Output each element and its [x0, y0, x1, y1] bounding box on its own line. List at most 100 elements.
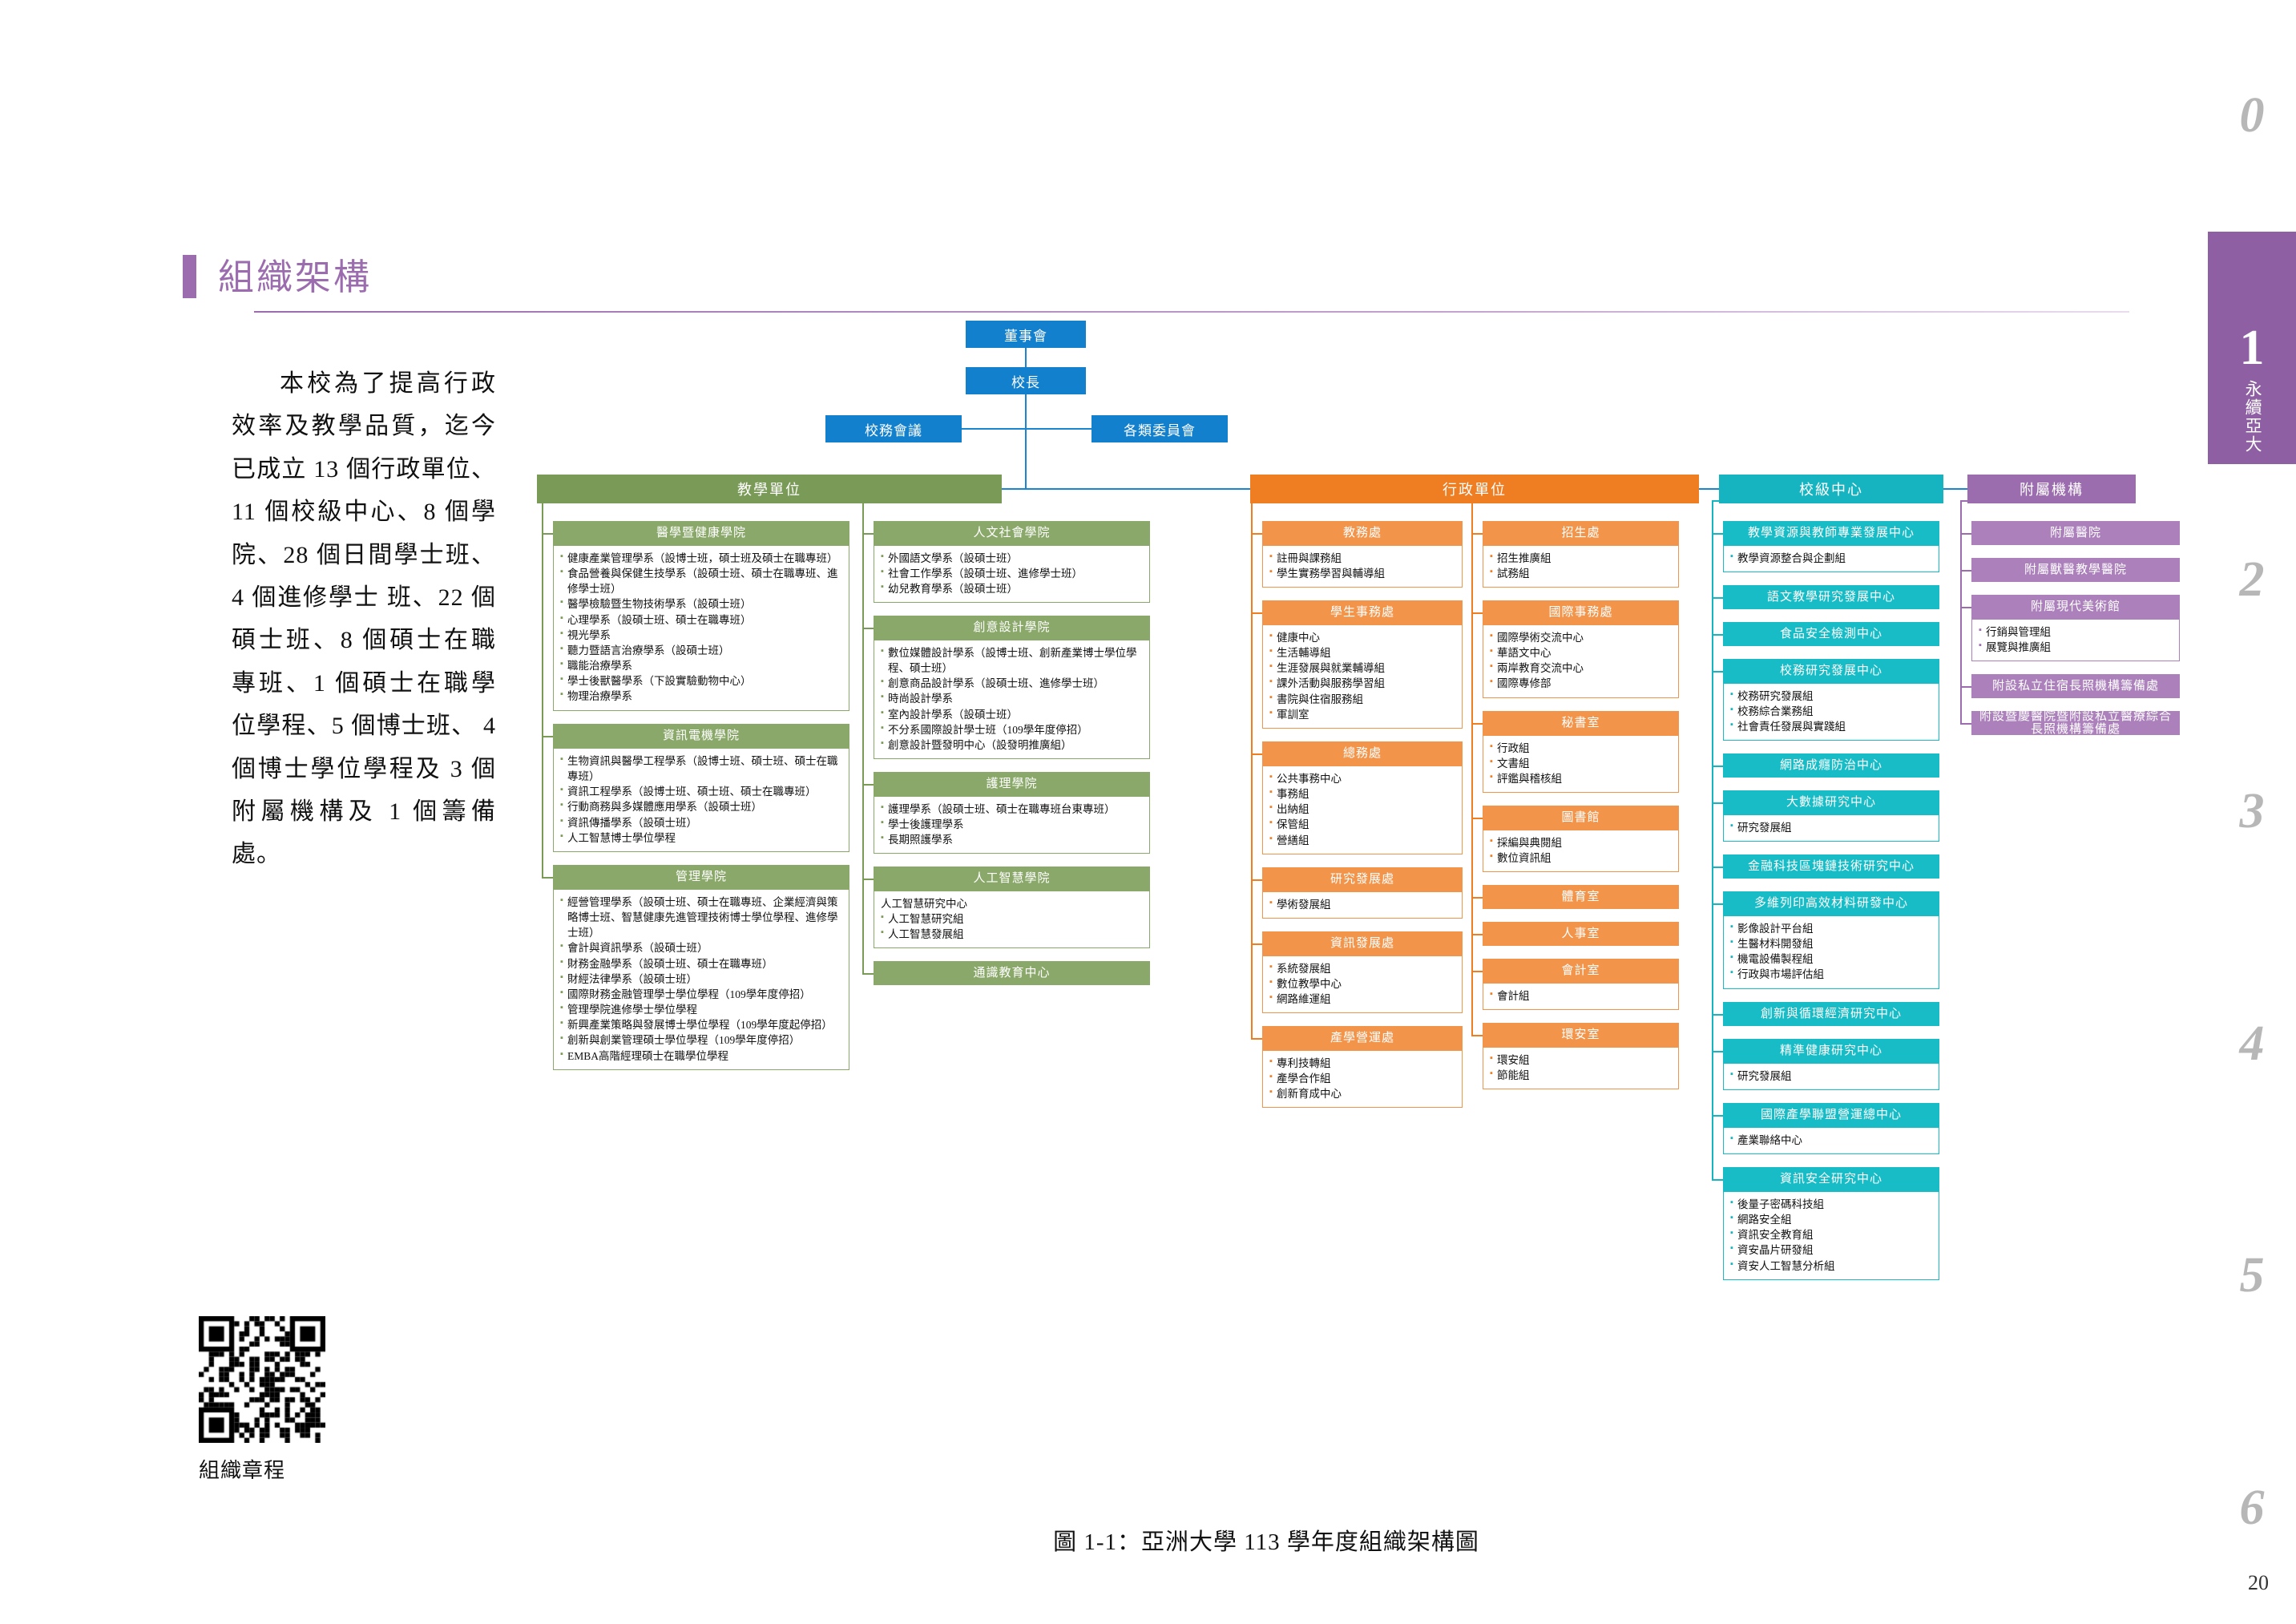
sidebar-tab-5[interactable]: 5: [2208, 1160, 2296, 1392]
org-unit-item: ▪生涯發展與就業輔導組: [1269, 661, 1455, 676]
org-unit-item: ▪保管組: [1269, 817, 1455, 832]
org-unit-item-text: 創新育成中心: [1277, 1088, 1342, 1101]
bullet-icon: ▪: [1269, 1087, 1273, 1097]
bullet-icon: ▪: [560, 674, 563, 685]
org-unit-item: ▪機電設備製程組: [1730, 951, 1932, 967]
org-unit-items: ▪行政組▪文書組▪評鑑與稽核組: [1483, 735, 1679, 794]
org-unit-title: 教學資源與教師專業發展中心: [1723, 521, 1939, 545]
bullet-icon: ▪: [560, 628, 563, 638]
bullet-icon: ▪: [1730, 937, 1733, 947]
org-unit-item: ▪生活輔導組: [1269, 645, 1455, 661]
org-unit-item-text: 校務研究發展組: [1737, 690, 1814, 702]
org-unit-item-text: 採編與典閱組: [1497, 837, 1562, 849]
org-unit-item-text: 國際學術交流中心: [1497, 632, 1584, 644]
sidebar-tab-0[interactable]: 0: [2208, 0, 2296, 232]
bullet-icon: ▪: [560, 567, 563, 577]
bullet-icon: ▪: [1490, 757, 1493, 767]
org-unit-item: ▪產學合作組: [1269, 1071, 1455, 1086]
org-unit-item-text: 產業聯絡中心: [1737, 1134, 1802, 1146]
bullet-icon: ▪: [1490, 646, 1493, 656]
bullet-icon: ▪: [1730, 1243, 1733, 1254]
bullet-icon: ▪: [1730, 821, 1733, 830]
org-unit-title: 總務處: [1262, 741, 1463, 766]
org-unit-item-text: EMBA高階經理碩士在職學位學程: [567, 1049, 729, 1062]
sidebar-tab-number: 6: [2239, 1480, 2265, 1535]
org-unit-item: ▪影像設計平台組: [1730, 921, 1932, 936]
org-unit: 環安室▪環安組▪節能組: [1483, 1023, 1679, 1090]
bullet-icon: ▪: [1730, 1228, 1733, 1238]
org-unit-item: ▪書院與住宿服務組: [1269, 692, 1455, 707]
org-unit-item: ▪經營管理學系（設碩士班、碩士在職專班、企業經濟與策略博士班、智慧健康先進管理技…: [560, 895, 842, 940]
sidebar-tab-2[interactable]: 2: [2208, 464, 2296, 696]
org-unit: 研究發展處▪學術發展組: [1262, 867, 1463, 919]
org-unit-item: ▪ 創新育成中心: [1269, 1086, 1455, 1101]
org-unit-item-text: 創意設計暨發明中心（設發明推廣組）: [888, 738, 1072, 751]
org-unit-item-text: 網路維運組: [1277, 993, 1331, 1006]
org-unit: 食品安全檢測中心: [1723, 622, 1939, 646]
org-unit-item-text: 數位媒體設計學系（設博士班、創新產業博士學位學程、碩士班）: [888, 647, 1137, 675]
bullet-icon: ▪: [1490, 741, 1493, 751]
org-unit-item: ▪兩岸教育交流中心: [1490, 661, 1672, 676]
org-unit-item: ▪外國語文學系（設碩士班）: [881, 551, 1143, 566]
bullet-icon: ▪: [1979, 625, 1982, 635]
org-unit-item: ▪人工智慧研究組: [881, 911, 1143, 927]
org-unit: 附設暨慶醫院暨附設私立醫療綜合長照機構籌備處: [1971, 710, 2180, 735]
org-unit: 人工智慧學院人工智慧研究中心▪人工智慧研究組▪人工智慧發展組: [874, 867, 1150, 949]
org-unit-item: ▪會計組: [1490, 988, 1672, 1004]
bullet-icon: ▪: [881, 802, 884, 812]
org-unit-item: ▪節能組: [1490, 1068, 1672, 1083]
org-unit-item: ▪教學資源整合與企劃組: [1730, 551, 1932, 566]
bullet-icon: ▪: [1269, 962, 1273, 972]
org-unit-item-text: 註冊與課務組: [1277, 552, 1342, 564]
bullet-icon: ▪: [1730, 952, 1733, 963]
org-unit-item: ▪資安晶片研發組: [1730, 1242, 1932, 1258]
org-unit-item: ▪學士後獸醫學系（下設實驗動物中心）: [560, 673, 842, 689]
org-chart: 董事會校長校務會議各類委員會教學單位行政單位校級中心附屬機構醫學暨健康學院▪健康…: [529, 321, 2180, 1507]
org-unit-item: ▪軍訓室: [1269, 707, 1455, 722]
bullet-icon: ▪: [1979, 640, 1982, 651]
org-unit-title: 環安室: [1483, 1023, 1679, 1047]
sidebar-tab-number: 3: [2239, 784, 2265, 839]
org-unit-title: 附設暨慶醫院暨附設私立醫療綜合長照機構籌備處: [1971, 710, 2180, 735]
bullet-icon: ▪: [1490, 631, 1493, 640]
org-unit-item-text: 行政與市場評估組: [1737, 968, 1824, 981]
org-unit: 管理學院▪經營管理學系（設碩士班、碩士在職專班、企業經濟與策略博士班、智慧健康先…: [553, 865, 849, 1070]
bullet-icon: ▪: [1730, 689, 1733, 699]
org-unit-item: ▪資訊傳播學系（設碩士班）: [560, 815, 842, 830]
org-unit-item-text: 影像設計平台組: [1737, 923, 1814, 935]
org-unit: 通識教育中心: [874, 961, 1150, 985]
sidebar-tab-4[interactable]: 4: [2208, 928, 2296, 1160]
org-unit-title: 資訊安全研究中心: [1723, 1167, 1939, 1191]
org-unit-item-text: 時尚設計學系: [888, 693, 953, 705]
node-president: 校長: [966, 367, 1086, 394]
bullet-icon: ▪: [881, 567, 884, 577]
org-unit: 附屬現代美術館▪行銷與管理組▪展覽與推廣組: [1971, 595, 2180, 662]
org-unit-title: 產學營運處: [1262, 1026, 1463, 1050]
org-unit-item: ▪研究發展組: [1730, 820, 1932, 835]
bullet-icon: ▪: [560, 941, 563, 951]
bullet-icon: ▪: [560, 815, 563, 826]
org-unit-item-text: 數位資訊組: [1497, 852, 1552, 865]
org-unit-item: ▪心理學系（設碩士班、碩士在職專班）: [560, 612, 842, 628]
org-unit-items: ▪經營管理學系（設碩士班、碩士在職專班、企業經濟與策略博士班、智慧健康先進管理技…: [553, 889, 849, 1070]
sidebar-tab-3[interactable]: 3: [2208, 696, 2296, 927]
org-unit-item: ▪資訊工程學系（設博士班、碩士班、碩士在職專班）: [560, 784, 842, 799]
node-committee: 各類委員會: [1092, 415, 1228, 442]
bullet-icon: ▪: [881, 582, 884, 592]
org-unit-item-text: 會計與資訊學系（設碩士班）: [567, 942, 708, 955]
org-unit-item-text: 華語文中心: [1497, 647, 1552, 660]
org-unit-item: ▪管理學院進修學士學位學程: [560, 1002, 842, 1017]
org-unit-item-text: 管理學院進修學士學位學程: [567, 1004, 697, 1016]
sidebar-tab-6[interactable]: 6: [2208, 1392, 2296, 1624]
org-unit-item: ▪國際財務金融管理學士學位學程（109學年度停招）: [560, 987, 842, 1002]
org-unit-items: ▪公共事務中心▪事務組▪出納組▪保管組▪營繕組: [1262, 766, 1463, 854]
org-unit-item-text: 評鑑與稽核組: [1497, 773, 1562, 786]
org-unit-item: ▪長期照護學系: [881, 832, 1143, 847]
org-unit-item-text: 學術發展組: [1277, 899, 1331, 911]
org-unit-item-text: 課外活動與服務學習組: [1277, 677, 1385, 690]
org-unit: 資訊電機學院▪生物資訊與醫學工程學系（設博士班、碩士班、碩士在職專班）▪資訊工程…: [553, 724, 849, 852]
org-unit-item: ▪展覽與推廣組: [1979, 640, 2173, 655]
org-unit-item-text: 長期照護學系: [888, 834, 953, 846]
